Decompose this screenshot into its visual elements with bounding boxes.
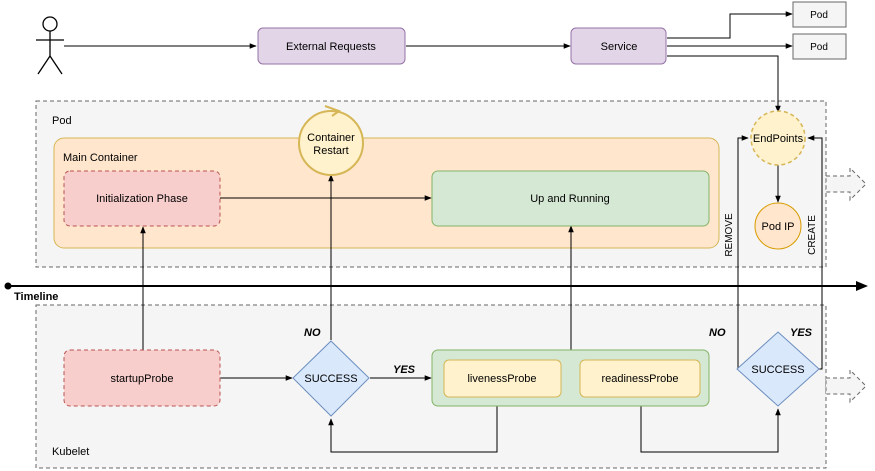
actor-icon [36, 16, 64, 75]
pod-a-box [792, 1, 847, 28]
pod-b-box [792, 33, 847, 60]
up-running-label: Up and Running [530, 193, 610, 205]
readiness-probe-box [579, 359, 701, 398]
external-requests-box [257, 27, 406, 65]
pod-group-label: Pod [52, 115, 72, 127]
readiness-probe-label: readinessProbe [601, 373, 678, 385]
dashed-arrow-top [825, 166, 867, 202]
service-box [570, 27, 667, 65]
yes-right-label: YES [790, 327, 813, 339]
connectors [64, 11, 823, 453]
success-left-label: SUCCESS [304, 373, 357, 385]
endpoints-node [750, 110, 806, 166]
liveness-probe-box [443, 359, 562, 398]
liveness-probe-label: livenessProbe [467, 373, 536, 385]
startup-probe-box [63, 349, 221, 407]
init-phase-box [63, 170, 221, 227]
pod-ip-label: Pod IP [761, 221, 794, 233]
external-requests-label: External Requests [286, 41, 376, 53]
pod-b-label: Pod [810, 42, 828, 53]
startup-probe-label: startupProbe [111, 373, 174, 385]
pod-ip-node [754, 202, 802, 250]
remove-label: REMOVE [724, 213, 735, 257]
endpoints-label: EndPoints [753, 133, 804, 145]
no-right-label: NO [709, 327, 726, 339]
container-restart-label-1: Container [307, 132, 355, 144]
success-left-diamond [292, 340, 370, 417]
dashed-arrow-bottom [825, 368, 867, 404]
container-restart-node: Container Restart [298, 105, 364, 176]
timeline-start-dot [4, 282, 12, 290]
yes-left-label: YES [393, 364, 416, 376]
timeline-arrowhead [856, 281, 868, 291]
timeline-label: Timeline [14, 291, 58, 303]
service-label: Service [601, 41, 638, 53]
up-running-box [431, 170, 710, 227]
init-phase-label: Initialization Phase [96, 193, 188, 205]
no-left-label: NO [304, 327, 321, 339]
success-right-label: SUCCESS [751, 364, 804, 376]
restart-cycle-icon [324, 105, 342, 117]
container-restart-label-2: Restart [313, 145, 348, 157]
create-label: CREATE [807, 215, 818, 255]
main-container-label: Main Container [63, 152, 138, 164]
pod-a-label: Pod [810, 10, 828, 21]
success-right-diamond [736, 331, 820, 407]
kubelet-group-label: Kubelet [52, 446, 89, 458]
